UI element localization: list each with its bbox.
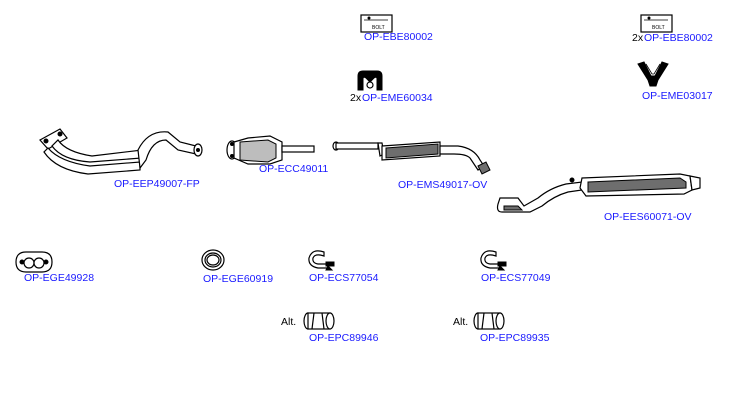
flange-gasket-icon: [15, 251, 53, 273]
part-number-link[interactable]: OP-EME03017: [642, 90, 713, 102]
part-number-link[interactable]: OP-EBE80002: [644, 32, 713, 44]
middle-silencer-icon: [332, 141, 491, 175]
clamp-icon: [480, 250, 507, 271]
pipe-connector-icon: [473, 312, 505, 330]
part-number-link[interactable]: OP-EMS49017-OV: [398, 179, 488, 191]
part-number-link[interactable]: OP-EPC89946: [309, 332, 379, 344]
bolt-pack-icon: BOLT: [360, 14, 393, 33]
part-number-link[interactable]: OP-EEP49007-FP: [114, 178, 200, 190]
quantity-label: 2x: [632, 32, 644, 44]
bolt-pack-text: BOLT: [372, 25, 385, 31]
pipe-connector-icon: [303, 312, 335, 330]
clamp-icon: [308, 250, 335, 271]
catalytic-converter-icon: [226, 135, 315, 165]
bolt-pack-text: BOLT: [652, 25, 665, 31]
rear-silencer-icon: [496, 173, 701, 213]
ring-gasket-icon: [201, 249, 225, 271]
part-number-link[interactable]: OP-ECC49011: [259, 163, 329, 175]
part-number-link[interactable]: OP-EES60071-OV: [604, 211, 692, 223]
part-number-link[interactable]: OP-EME60034: [362, 92, 433, 104]
part-number-link[interactable]: OP-ECS77049: [481, 272, 551, 284]
rubber-mount-icon: [357, 70, 383, 91]
alternative-label: Alt.: [281, 316, 297, 328]
bolt-pack-icon: BOLT: [640, 14, 673, 33]
alternative-label: Alt.: [453, 316, 469, 328]
part-number-link[interactable]: OP-EGE60919: [203, 273, 274, 285]
part-number-link[interactable]: OP-EGE49928: [24, 272, 95, 284]
part-number-link[interactable]: OP-ECS77054: [309, 272, 379, 284]
part-number-link[interactable]: OP-EPC89935: [480, 332, 550, 344]
quantity-label: 2x: [350, 92, 362, 104]
bracket-mount-icon: [637, 61, 669, 87]
part-number-link[interactable]: OP-EBE80002: [364, 31, 433, 43]
